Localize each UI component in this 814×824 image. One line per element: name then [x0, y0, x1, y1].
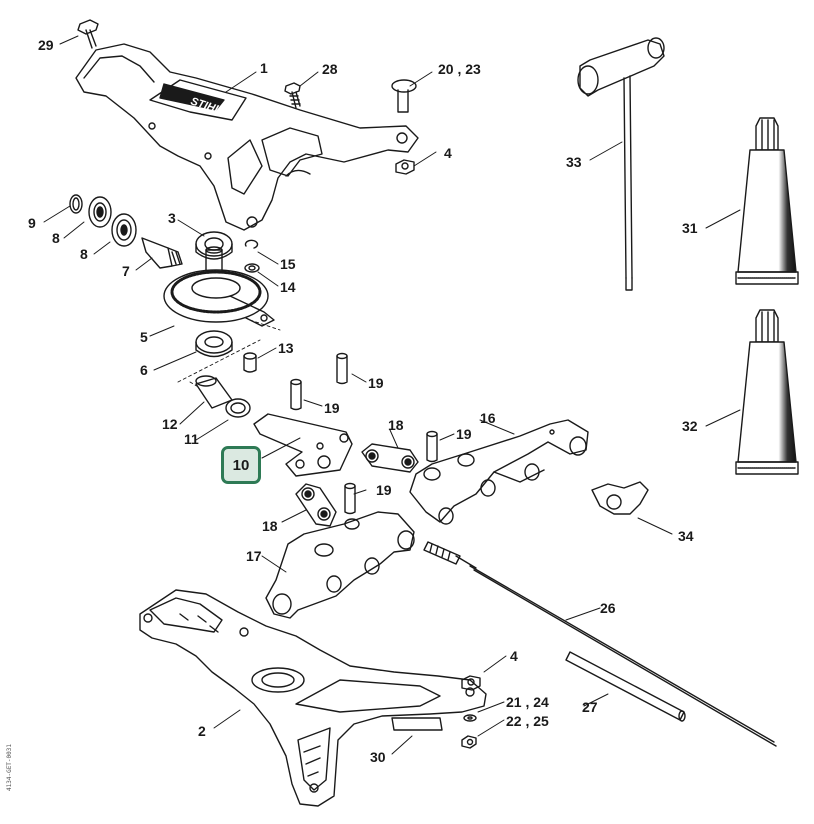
- callout-21-24: 21 , 24: [506, 694, 549, 710]
- callout-2: 2: [198, 723, 206, 739]
- rod-27: [565, 651, 686, 722]
- label-plate-30: [391, 717, 443, 731]
- callout-14: 14: [280, 279, 296, 295]
- callout-7: 7: [122, 263, 130, 279]
- nut-4-top: [395, 159, 415, 175]
- grease-tube-32: [735, 309, 799, 475]
- ring-11: [225, 398, 251, 418]
- callout-11: 11: [184, 431, 199, 447]
- connecting-rod-18a: [361, 443, 419, 473]
- callout-18-a: 18: [388, 417, 404, 433]
- callout-30: 30: [370, 749, 386, 765]
- pin-19d: [344, 482, 356, 515]
- callout-6: 6: [140, 362, 148, 378]
- callout-15: 15: [280, 256, 296, 272]
- washer-14: [244, 263, 260, 273]
- gear-housing-2: [139, 589, 487, 807]
- callout-9: 9: [28, 215, 36, 231]
- callout-33: 33: [566, 154, 582, 170]
- washer-21-24: [463, 714, 477, 722]
- bolt-20-23: [391, 79, 417, 113]
- drive-shaft-26: [423, 541, 777, 747]
- drawing-code-text: 4134-GET-0031: [5, 744, 13, 791]
- callout-4-top: 4: [444, 145, 452, 161]
- pin-19b: [290, 378, 302, 411]
- sleeve-13: [243, 352, 257, 373]
- combination-wrench-33: [577, 37, 665, 291]
- callout-4-bottom: 4: [510, 648, 518, 664]
- pin-19c: [426, 430, 438, 463]
- callout-16: 16: [480, 410, 496, 426]
- snap-ring-9: [69, 194, 83, 214]
- sleeve-12: [195, 375, 233, 409]
- callout-17: 17: [246, 548, 262, 564]
- pin-19a: [336, 352, 348, 385]
- callout-27: 27: [582, 699, 598, 715]
- callout-20-23: 20 , 23: [438, 61, 481, 77]
- screw-29: [77, 19, 99, 49]
- callout-3: 3: [168, 210, 176, 226]
- nut-22-25: [461, 735, 477, 749]
- callout-19-c: 19: [456, 426, 472, 442]
- bearing-3: [195, 231, 233, 260]
- clamp-34: [591, 481, 649, 515]
- cutter-arm-17: [265, 511, 415, 619]
- callout-8-a: 8: [52, 230, 60, 246]
- callout-19-a: 19: [368, 375, 384, 391]
- nut-4-bottom: [461, 675, 481, 691]
- callout-19-d: 19: [376, 482, 392, 498]
- callout-18-b: 18: [262, 518, 278, 534]
- bearing-8b: [111, 213, 137, 247]
- callout-10-highlighted[interactable]: 10: [221, 446, 261, 484]
- pinion-7: [141, 237, 183, 269]
- crank-link-10: [253, 413, 353, 477]
- gear-housing-1: [75, 43, 419, 231]
- callout-12: 12: [162, 416, 178, 432]
- callout-13: 13: [278, 340, 294, 356]
- screw-28: [284, 82, 301, 109]
- drawing-code: 4134-GET-0031: [6, 742, 22, 800]
- callout-28: 28: [322, 61, 338, 77]
- callout-5: 5: [140, 329, 148, 345]
- grease-tube-31: [735, 117, 799, 285]
- callout-31: 31: [682, 220, 698, 236]
- callout-22-25: 22 , 25: [506, 713, 549, 729]
- connecting-rod-18b: [295, 483, 337, 527]
- callout-26: 26: [600, 600, 616, 616]
- circlip-15: [244, 239, 259, 249]
- leader-lines: [43, 35, 741, 755]
- callout-32: 32: [682, 418, 698, 434]
- callout-19-b: 19: [324, 400, 340, 416]
- callout-34: 34: [678, 528, 694, 544]
- callout-29: 29: [38, 37, 54, 53]
- bevel-gear-5: [163, 246, 275, 327]
- bearing-6: [195, 330, 233, 358]
- cutter-arm-16: [409, 419, 589, 525]
- callout-8-b: 8: [80, 246, 88, 262]
- callout-1: 1: [260, 60, 268, 76]
- bearing-8a: [88, 196, 112, 228]
